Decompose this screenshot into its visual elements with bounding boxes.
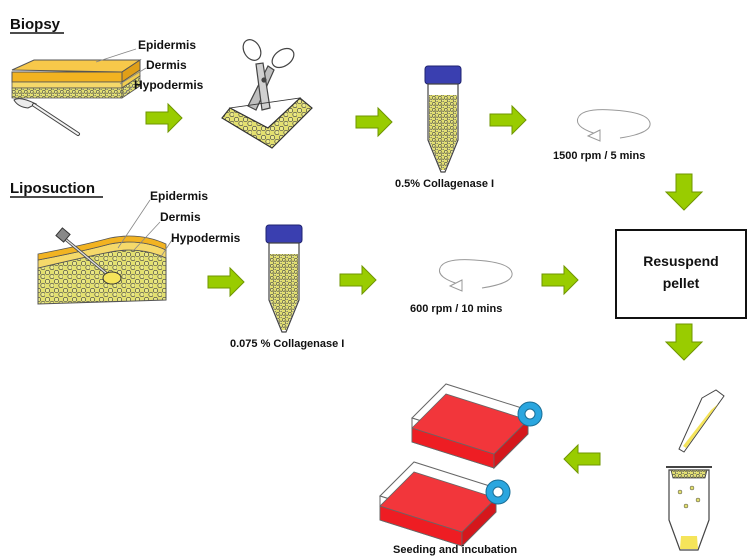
arrow-lipo-to-resuspend: [541, 265, 579, 295]
seeding-incubation-label: Seeding and incubation: [393, 544, 517, 556]
lipo-label-dermis: Dermis: [160, 210, 201, 224]
biopsy-label-hypodermis: Hypodermis: [134, 78, 204, 92]
centrifuge-rotation-icon-2: [438, 259, 513, 292]
arrow-biopsy-to-resuspend: [665, 173, 703, 211]
arrow-digest-to-centrifuge: [489, 105, 527, 135]
biopsy-label-dermis: Dermis: [146, 58, 187, 72]
pipette-icon: [678, 389, 725, 453]
section-title-liposuction: Liposuction: [10, 180, 95, 197]
culture-flask-icon-1: [411, 383, 543, 470]
biopsy-label-epidermis: Epidermis: [138, 38, 196, 52]
cannula-icon: [55, 227, 122, 285]
resuspend-label-line2: pellet: [663, 275, 700, 291]
biopsy-tissue-leader-lines: [95, 48, 147, 95]
biopsy-skin-block-icon: [11, 59, 142, 99]
resuspend-label-line1: Resuspend: [643, 253, 718, 269]
biopsy-collagenase-label: 0.5% Collagenase I: [395, 178, 494, 190]
biopsy-tube-icon: [424, 65, 462, 173]
lipo-collagenase-label: 0.075 % Collagenase I: [230, 338, 344, 350]
liposuction-tube-icon: [265, 224, 303, 333]
arrow-mince-to-digest: [355, 107, 393, 137]
arrow-lipo-to-digest: [207, 267, 245, 297]
lipo-label-epidermis: Epidermis: [150, 189, 208, 203]
lipo-tissue-leader-lines: [117, 199, 173, 259]
arrow-filter-to-seeding: [563, 443, 601, 475]
culture-flask-icon-2: [379, 461, 511, 548]
section-title-biopsy: Biopsy: [10, 16, 61, 33]
cell-strainer-tube-icon: [666, 466, 712, 551]
resuspend-box: [615, 229, 747, 319]
arrow-lipo-digest-to-centrifuge: [339, 265, 377, 295]
lipo-label-hypodermis: Hypodermis: [171, 231, 241, 245]
arrow-resuspend-to-filter: [665, 323, 703, 361]
centrifuge-rotation-icon: [576, 109, 651, 142]
minced-tissue-icon: [221, 97, 313, 149]
liposuction-skin-section-icon: [37, 235, 167, 305]
arrow-biopsy-to-mince: [145, 103, 183, 133]
lipo-centrifuge-label: 600 rpm / 10 mins: [410, 303, 502, 315]
biopsy-centrifuge-label: 1500 rpm / 5 mins: [553, 150, 645, 162]
scissors-icon: [242, 39, 295, 111]
scalpel-icon: [13, 98, 80, 136]
